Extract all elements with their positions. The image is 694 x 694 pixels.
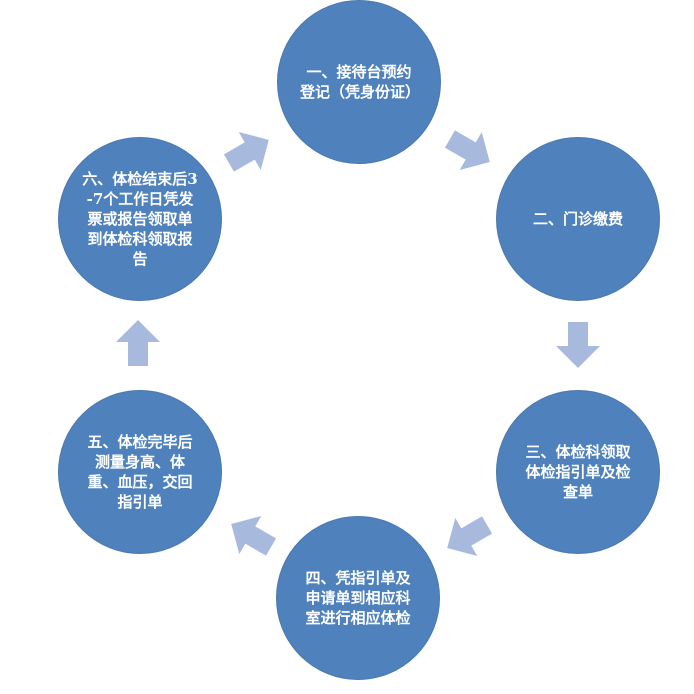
step-3-label: 三、体检科领取体检指引单及检查单 bbox=[525, 443, 631, 501]
arrow-4-to-5-icon bbox=[216, 500, 287, 571]
step-5-node: 五、体检完毕后测量身高、体重、血压，交回指引单 bbox=[58, 390, 222, 554]
step-2-label: 二、门诊缴费 bbox=[532, 210, 623, 228]
arrow-2-to-3-icon bbox=[552, 318, 604, 370]
arrow-3-to-4-icon bbox=[432, 500, 503, 571]
step-1-label: 一、接待台预约登记（凭身份证） bbox=[300, 63, 421, 101]
arrow-1-to-2-icon bbox=[433, 114, 504, 185]
step-6-node: 六、体检结束后3-7个工作日凭发票或报告领取单到体检科领取报告 bbox=[58, 137, 222, 301]
step-2-node: 二、门诊缴费 bbox=[496, 137, 660, 301]
arrow-5-to-6-icon bbox=[112, 318, 164, 370]
step-4-label: 四、凭指引单及申请单到相应科室进行相应体检 bbox=[305, 569, 411, 627]
arrow-6-to-1-icon bbox=[212, 116, 283, 187]
step-5-label: 五、体检完毕后测量身高、体重、血压，交回指引单 bbox=[87, 433, 193, 511]
step-6-label: 六、体检结束后3-7个工作日凭发票或报告领取单到体检科领取报告 bbox=[82, 170, 198, 268]
step-3-node: 三、体检科领取体检指引单及检查单 bbox=[496, 390, 660, 554]
step-1-node: 一、接待台预约登记（凭身份证） bbox=[277, 0, 441, 164]
step-4-node: 四、凭指引单及申请单到相应科室进行相应体检 bbox=[276, 516, 440, 680]
